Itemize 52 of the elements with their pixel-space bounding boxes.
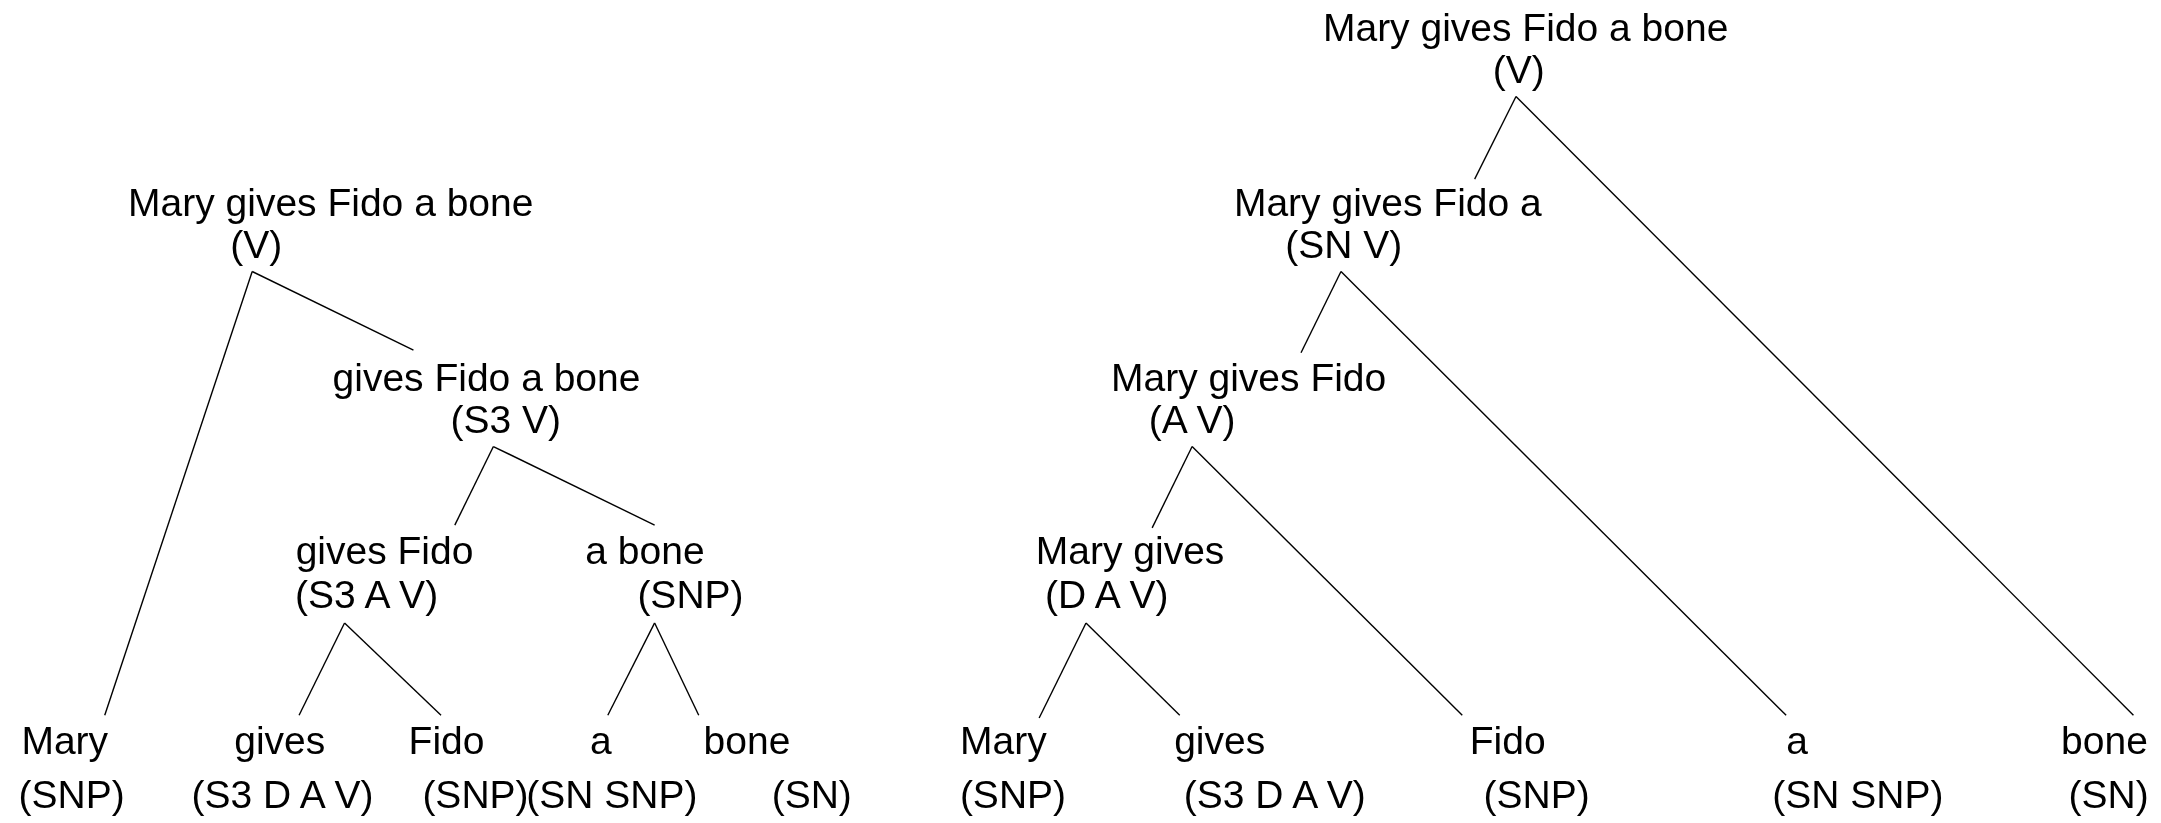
tree-branch (653, 622, 700, 716)
tree-branch (1300, 270, 1342, 354)
tree-branch (1191, 445, 1463, 716)
category-label: (SN V) (1285, 224, 1403, 267)
phrase-text: Mary gives Fido a (1233, 181, 1542, 224)
tree-branch (1038, 622, 1087, 719)
category-label: (D A V) (1044, 574, 1169, 617)
phrase-text: gives (1174, 720, 1266, 763)
category-label: (SN) (2068, 774, 2149, 817)
phrase-text: Mary gives Fido a bone (128, 181, 534, 224)
phrase-text: gives Fido a bone (332, 356, 641, 399)
phrase-text: Fido (1469, 720, 1546, 763)
category-label: (A V) (1148, 399, 1236, 442)
phrase-text: gives (234, 720, 326, 763)
category-label: (SN SNP) (1772, 774, 1944, 817)
phrase-text: Mary gives Fido (1111, 356, 1387, 399)
tree-branch (1085, 622, 1181, 716)
phrase-text: a bone (585, 530, 705, 573)
category-label: (S3 D A V) (191, 774, 374, 817)
tree-branch (607, 622, 656, 716)
category-label: (SNP) (1483, 774, 1590, 817)
category-label: (S3 D A V) (1183, 774, 1366, 817)
category-label: (SN) (771, 774, 852, 817)
phrase-text: Mary gives Fido a bone (1322, 6, 1729, 49)
phrase-text: a (590, 720, 612, 763)
tree-branch (298, 622, 346, 716)
category-label: (S3 V) (450, 399, 562, 442)
phrase-text: bone (703, 720, 791, 763)
category-label: (S3 A V) (295, 574, 439, 617)
phrase-text: Mary gives (1035, 530, 1225, 573)
tree-branch (1340, 270, 1787, 716)
tree-branch (1151, 445, 1193, 529)
category-label: (V) (230, 224, 283, 267)
tree-branch (492, 445, 656, 526)
tree-branch (251, 270, 415, 351)
category-label: (SNP) (422, 774, 529, 817)
phrase-text: Fido (408, 720, 485, 763)
phrase-text: Mary (21, 720, 109, 763)
tree-branch (343, 622, 442, 716)
phrase-text: bone (2061, 720, 2148, 763)
phrase-text: a (1786, 720, 1808, 763)
tree-branch (1473, 95, 1517, 180)
phrase-text: Mary (959, 720, 1047, 763)
category-label: (SNP) (959, 774, 1067, 817)
category-label: (V) (1492, 49, 1545, 92)
category-label: (SN SNP) (526, 774, 698, 817)
category-label: (SNP) (637, 574, 744, 617)
tree-branch (104, 270, 253, 716)
category-label: (SNP) (18, 774, 125, 817)
tree-branch (1515, 95, 2135, 716)
tree-branch (454, 445, 495, 526)
phrase-text: gives Fido (295, 530, 474, 573)
